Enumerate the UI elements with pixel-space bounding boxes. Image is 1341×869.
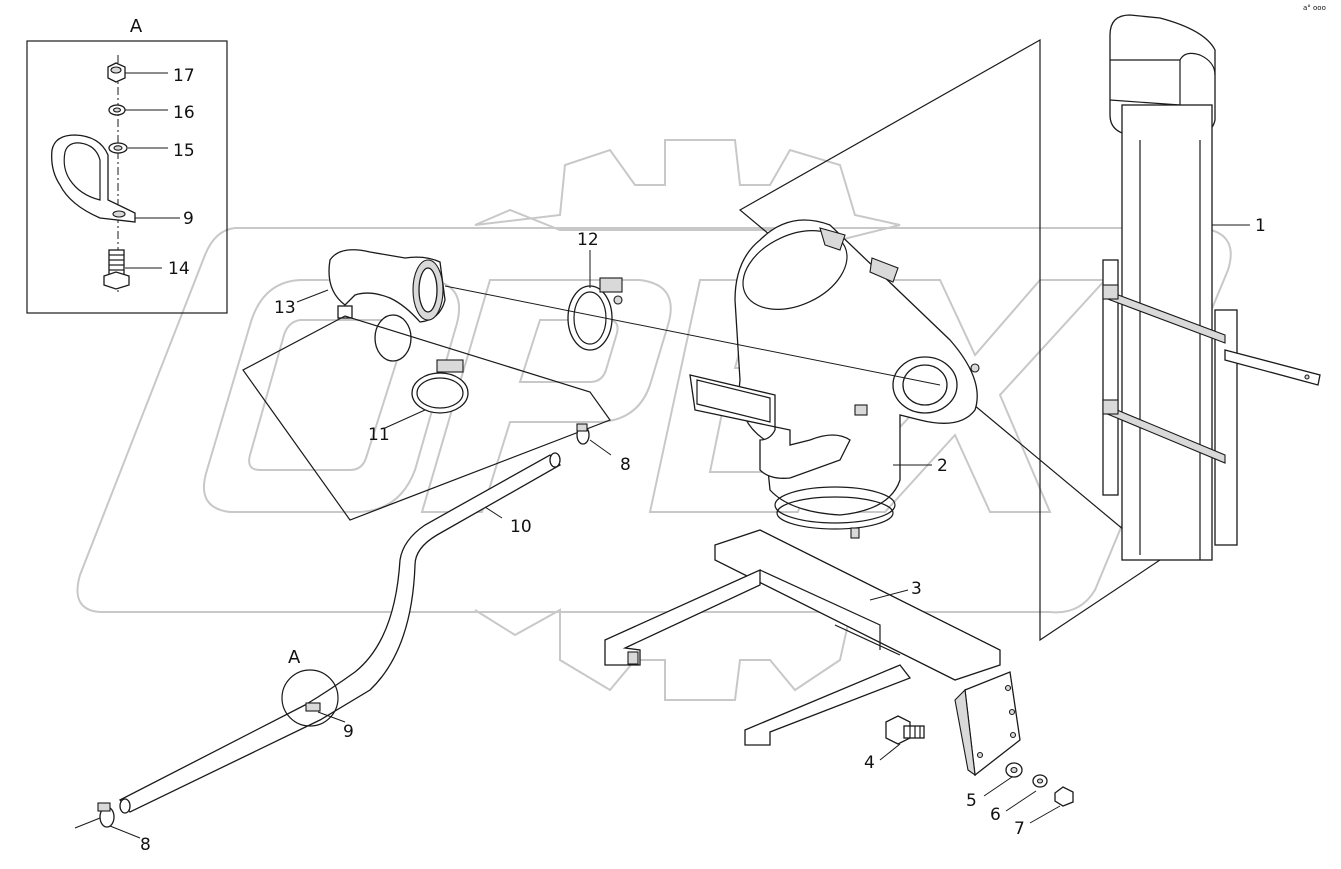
- callout-3: 3: [911, 579, 922, 599]
- detail-view-a: A: [26, 16, 228, 314]
- bracket-left: [1102, 259, 1119, 496]
- strap-lower-clip: [1102, 399, 1119, 415]
- corner-mark: a° ooo: [1303, 4, 1326, 12]
- watermark-frame: [76, 227, 1232, 614]
- frame-left-arm: [604, 568, 761, 666]
- hose-clamp-12: [567, 277, 623, 351]
- hose-sleeve: [374, 314, 412, 362]
- callout-9-hose: 9: [343, 722, 354, 742]
- bracket-right: [1214, 309, 1238, 546]
- callout-2: 2: [937, 456, 948, 476]
- callout-17: 17: [173, 66, 195, 86]
- callout-1: 1: [1255, 216, 1266, 236]
- callout-13: 13: [274, 298, 296, 318]
- hose-10: [118, 452, 562, 814]
- frame-inner-edge: [759, 569, 881, 650]
- column-cap-face: [1109, 59, 1181, 106]
- frame-left-arm-end: [627, 651, 639, 665]
- callout-12: 12: [577, 230, 599, 250]
- callout-7: 7: [1014, 819, 1025, 839]
- watermark-gear: [474, 139, 901, 242]
- p-clip-bracket-9: [51, 134, 136, 223]
- p-clip-hole: [112, 210, 126, 218]
- nut-17-hole: [110, 66, 122, 74]
- callout-8-lower: 8: [140, 835, 151, 855]
- callout-9-detail: 9: [183, 209, 194, 229]
- callout-14: 14: [168, 259, 190, 279]
- elbow-hose-13: [328, 249, 446, 323]
- callout-8-upper: 8: [620, 455, 631, 475]
- air-cleaner-nipple: [970, 363, 980, 373]
- strap-upper-clip: [1102, 284, 1119, 300]
- mounting-frame-3: [604, 529, 1021, 777]
- mounting-arm-hole: [1304, 374, 1310, 380]
- air-cleaner-tab-2: [869, 257, 899, 283]
- air-cleaner-end-cap: [742, 230, 848, 310]
- assembly-line-elbow: [444, 285, 941, 386]
- bolt-14-shank: [108, 249, 125, 276]
- inlet-opening: [696, 379, 771, 423]
- callout-labels: 1 2 3 4 5 6 7 8 8 9 9 10 11 12 13 14 15 …: [140, 4, 1326, 855]
- p-clip-inner: [63, 142, 101, 201]
- hose-clamp-8-upper: [576, 423, 590, 445]
- air-cleaner-outlet: [902, 364, 948, 406]
- detail-marker-label: A: [288, 647, 301, 668]
- air-cleaner-tab-3: [854, 404, 868, 416]
- air-cleaner-inlet-duct: [689, 374, 851, 479]
- watermark-letter-p: [420, 279, 672, 513]
- watermark-logo: [76, 139, 1232, 701]
- callout-11: 11: [368, 425, 390, 445]
- mounting-plane-outline: [738, 38, 1162, 642]
- elbow-nipple: [337, 305, 353, 319]
- dust-valve: [850, 527, 860, 539]
- frame-lower-arm: [744, 664, 912, 746]
- air-cleaner-tab-1: [819, 227, 846, 251]
- hose-10-body: [118, 454, 562, 813]
- hose-clamp-8-lower: [97, 802, 115, 828]
- p-clip-9-on-hose: [305, 702, 321, 712]
- air-cleaner-housing: [734, 219, 978, 516]
- callout-15: 15: [173, 141, 195, 161]
- intake-column-1: [1102, 14, 1321, 561]
- bolt-14-head: [103, 271, 130, 290]
- nut-7: [1054, 786, 1074, 807]
- watermark-gear-lower: [474, 608, 901, 701]
- lock-washer-16-hole: [112, 107, 122, 113]
- detail-view-frame: [26, 40, 228, 314]
- frame-gusset: [954, 688, 976, 777]
- mounting-arm: [1224, 349, 1321, 386]
- callout-6: 6: [990, 805, 1001, 825]
- callout-5: 5: [966, 791, 977, 811]
- air-cleaner-2: [689, 219, 980, 539]
- frame-top-rail: [714, 529, 1001, 681]
- hose-clamp-11: [411, 359, 469, 414]
- washer-15-hole: [113, 145, 123, 151]
- callout-10: 10: [510, 517, 532, 537]
- column-cap-edge: [1179, 52, 1216, 76]
- detail-marker-circle: [281, 669, 339, 727]
- hose-10-top-end: [549, 452, 561, 468]
- detail-view-title: A: [130, 16, 143, 37]
- hose-10-end: [119, 798, 131, 814]
- bolt-4: [885, 715, 925, 745]
- callout-leaders: [109, 72, 1250, 839]
- callout-16: 16: [173, 103, 195, 123]
- callout-4: 4: [864, 753, 875, 773]
- assembly-line-hose-box: [242, 315, 611, 521]
- dust-bowl-rim: [774, 486, 896, 524]
